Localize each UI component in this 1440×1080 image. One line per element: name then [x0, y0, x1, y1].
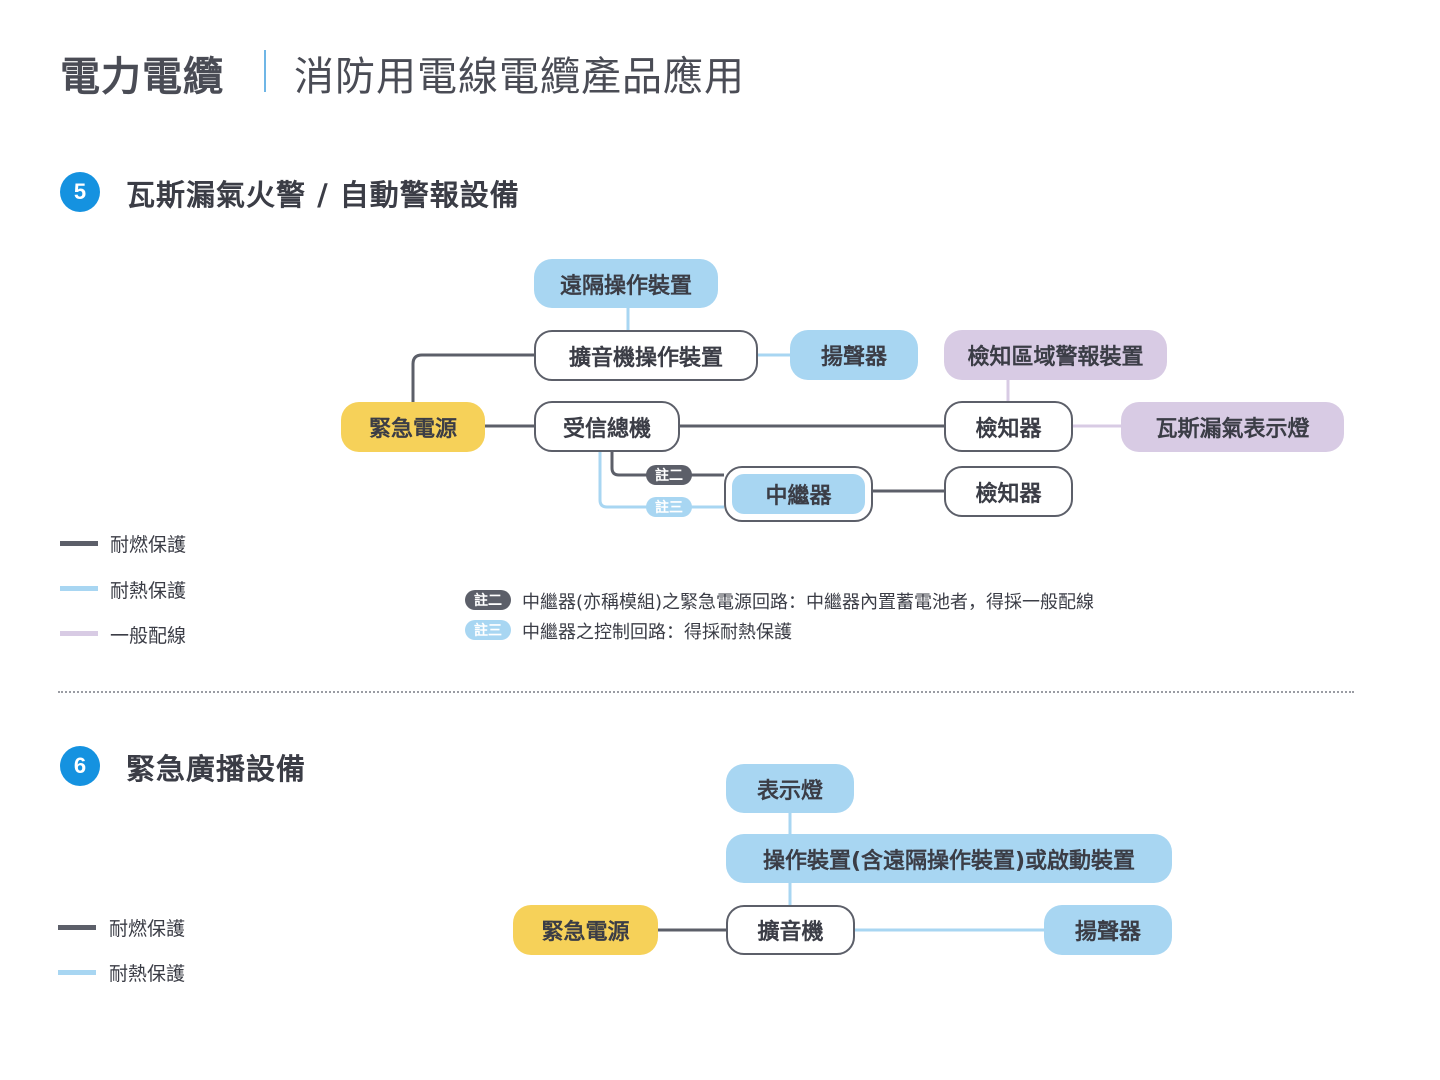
note2-text: 中繼器(亦稱模組)之緊急電源回路：中繼器內置蓄電池者，得採一般配線	[522, 592, 1095, 613]
node-emergency-power-2: 緊急電源	[513, 905, 658, 955]
node-indicator-lamp: 表示燈	[726, 764, 854, 813]
legend-swatch-general	[60, 631, 98, 636]
tag-note2: 註二	[646, 465, 692, 485]
tag-note3: 註三	[646, 497, 692, 517]
section-divider	[58, 691, 1354, 693]
node-gas-leak-lamp: 瓦斯漏氣表示燈	[1121, 402, 1344, 452]
node-relay: 中繼器	[724, 466, 873, 522]
node-relay-label: 中繼器	[732, 474, 865, 514]
legend-label-heat-2: 耐熱保護	[109, 963, 186, 985]
line-power-ampop	[411, 353, 534, 402]
node-remote-operation: 遠隔操作裝置	[534, 259, 718, 308]
title-divider	[264, 50, 266, 92]
legend-label-general: 一般配線	[110, 625, 187, 647]
node-operation-device: 操作裝置(含遠隔操作裝置)或啟動裝置	[726, 834, 1172, 883]
section-number-5: 5	[60, 172, 100, 212]
legend-label-fire-2: 耐燃保護	[109, 918, 186, 940]
node-speaker: 揚聲器	[790, 330, 918, 380]
section-title-emergency-broadcast: 緊急廣播設備	[126, 752, 307, 786]
node-receiver-panel: 受信總機	[534, 401, 680, 452]
legend-swatch-fire-2	[58, 925, 96, 930]
legend-swatch-fire	[60, 541, 98, 546]
legend-swatch-heat	[60, 586, 98, 591]
node-speaker-2: 揚聲器	[1044, 905, 1172, 955]
legend-label-heat: 耐熱保護	[110, 580, 187, 602]
node-zone-alarm: 檢知區域警報裝置	[944, 330, 1167, 380]
node-emergency-power: 緊急電源	[341, 402, 485, 452]
node-detector-2: 檢知器	[944, 466, 1073, 517]
node-amplifier-operation: 擴音機操作裝置	[534, 330, 758, 381]
page-title: 電力電纜	[60, 54, 224, 100]
section-title-gas-alarm: 瓦斯漏氣火警 / 自動警報設備	[126, 178, 520, 212]
page-subtitle: 消防用電線電纜產品應用	[294, 54, 745, 100]
line-receiver-relay-note2	[610, 452, 724, 477]
note2-tag: 註二	[465, 590, 511, 610]
note3-tag: 註三	[465, 620, 511, 640]
note3-text: 中繼器之控制回路：得採耐熱保護	[522, 622, 792, 643]
legend-swatch-heat-2	[58, 970, 96, 975]
node-detector-1: 檢知器	[944, 401, 1073, 452]
section-number-6: 6	[60, 746, 100, 786]
node-amplifier: 擴音機	[726, 905, 855, 955]
line-receiver-relay-note3	[598, 452, 724, 509]
legend-label-fire: 耐燃保護	[110, 534, 187, 556]
